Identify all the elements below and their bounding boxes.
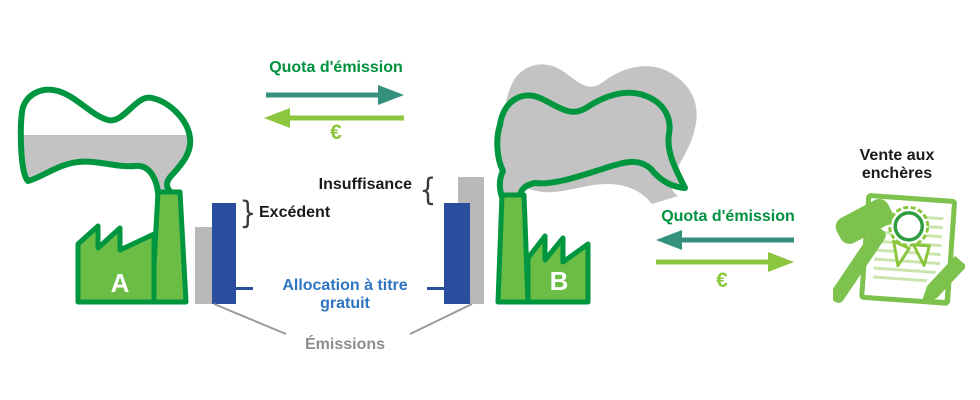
emissions-bar-a	[195, 227, 217, 304]
insufficiency-bracket: {	[419, 172, 437, 208]
chimney-a	[149, 189, 189, 305]
euro-label-ab: €	[330, 121, 342, 144]
euro-arrow-left-icon	[264, 108, 404, 128]
factory-a-icon: A	[17, 86, 194, 305]
emissions-connector-lines	[213, 303, 473, 335]
surplus-label: Excédent	[259, 204, 331, 221]
allocation-bar-b	[444, 203, 470, 304]
factory-b-label: B	[550, 266, 569, 296]
gavel-icon	[833, 198, 894, 303]
quota-arrow-left-icon	[656, 230, 794, 250]
euro-label-auction: €	[716, 269, 728, 292]
pen-icon	[921, 256, 965, 304]
chimney-b	[495, 192, 531, 305]
auction-title: Vente aux enchères	[859, 147, 935, 183]
auction-gavel-certificate-icon	[833, 193, 965, 306]
insufficiency-label: Insuffisance	[318, 176, 412, 193]
emissions-label: Émissions	[304, 336, 386, 353]
building-b	[525, 233, 591, 305]
surplus-bracket: }	[239, 195, 257, 231]
quota-arrow-right-icon	[266, 85, 404, 105]
factory-b-icon: B	[494, 64, 697, 305]
euro-arrow-right-icon	[656, 252, 794, 272]
allocation-bar-a	[212, 203, 236, 304]
smoke-cloud-b-icon	[494, 64, 697, 204]
rosette-seal-icon	[888, 205, 931, 268]
quota-label-auction: Quota d'émission	[661, 208, 795, 225]
allocation-tick-a	[233, 287, 253, 290]
exchange-arrows-auction-icon	[656, 230, 794, 272]
factory-a-label: A	[111, 268, 130, 298]
building-a	[75, 223, 157, 305]
exchange-arrows-ab-icon	[264, 85, 404, 128]
quota-label-ab: Quota d'émission	[269, 59, 403, 76]
allocation-tick-b	[427, 287, 446, 290]
free-allocation-label: Allocation à titre gratuit	[282, 277, 408, 313]
